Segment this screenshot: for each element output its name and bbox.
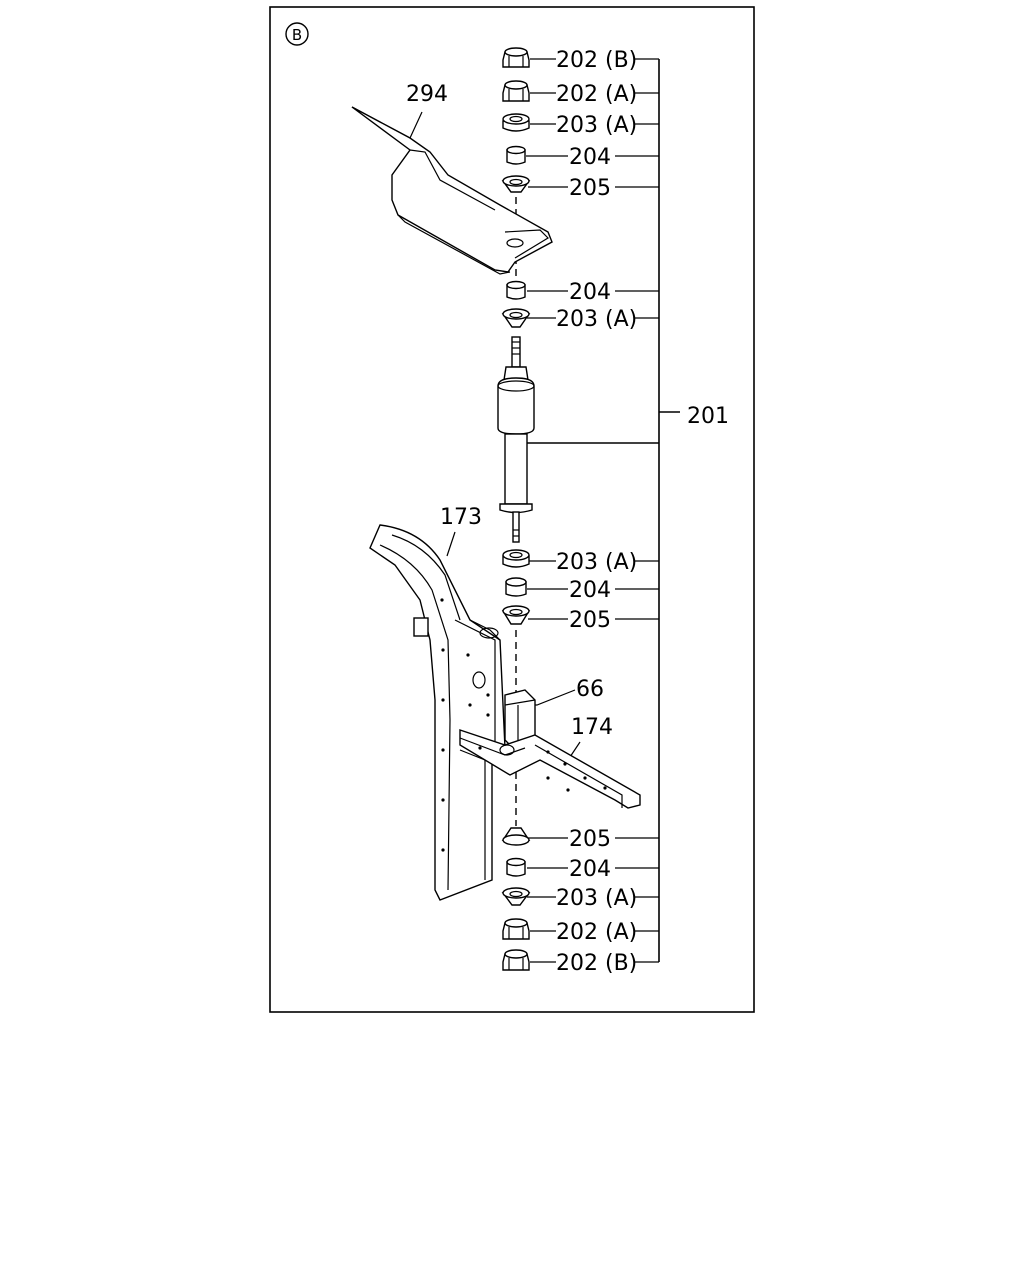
collar-204-top (506, 145, 526, 165)
callout-205-bottom: 205 (569, 827, 611, 852)
bushing-203a-bottom (501, 887, 531, 906)
callout-204-top: 204 (569, 145, 611, 170)
callout-174: 174 (571, 715, 613, 740)
washer-205-top (501, 175, 531, 193)
callout-204-low: 204 (569, 578, 611, 603)
callout-203a-mid: 203 (A) (556, 307, 637, 332)
callout-202b-bottom: 202 (B) (556, 951, 637, 976)
callout-203a-bottom: 203 (A) (556, 886, 637, 911)
callout-201: 201 (687, 404, 729, 429)
callout-205-top: 205 (569, 176, 611, 201)
callout-leaders (526, 58, 659, 963)
callout-203a-low: 203 (A) (556, 550, 637, 575)
collar-204-low (505, 577, 527, 597)
callout-203a-top: 203 (A) (556, 113, 637, 138)
bushing-203a-low (502, 549, 530, 568)
frame-173 (369, 524, 506, 901)
callout-202a-top: 202 (A) (556, 82, 637, 107)
nut-202a-top (502, 80, 530, 102)
bushing-203a-mid (501, 308, 531, 328)
diagram-border (269, 6, 755, 1013)
washer-205-bottom (501, 827, 531, 846)
washer-205-low (501, 605, 531, 625)
collar-204-mid (506, 280, 526, 300)
collar-204-bottom (506, 857, 526, 877)
callout-173: 173 (440, 505, 482, 530)
callout-294: 294 (406, 82, 448, 107)
callout-204-mid: 204 (569, 280, 611, 305)
callout-66: 66 (576, 677, 604, 702)
shock-absorber (497, 336, 535, 543)
view-marker-letter: B (292, 26, 302, 44)
crossmember-174 (459, 729, 641, 809)
view-marker: B (285, 22, 309, 46)
nut-202a-bottom (502, 918, 530, 940)
callout-202b-top: 202 (B) (556, 48, 637, 73)
callout-204-bottom: 204 (569, 857, 611, 882)
nut-202b-bottom (502, 949, 530, 971)
bracket-294 (351, 106, 553, 275)
callout-205-low: 205 (569, 608, 611, 633)
callout-202a-bottom: 202 (A) (556, 920, 637, 945)
bushing-203a-top (502, 113, 530, 132)
assembly-201-bracket (526, 59, 680, 962)
nut-202b-top (502, 47, 530, 68)
